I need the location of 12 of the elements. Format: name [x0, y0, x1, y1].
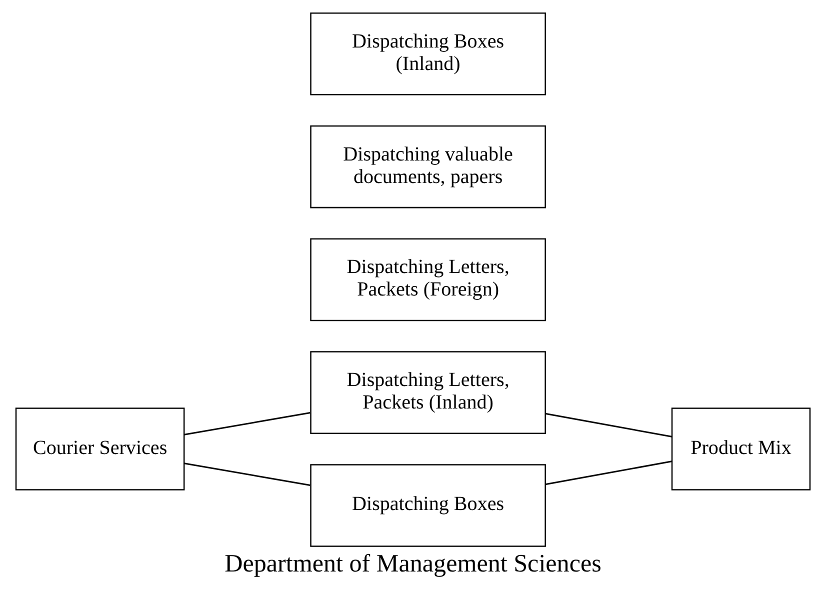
caption: Department of Management Sciences	[224, 550, 601, 578]
node-box: Dispatching Letters, Packets (Inland)	[310, 351, 546, 434]
connector	[184, 412, 310, 436]
node-box: Courier Services	[14, 408, 184, 490]
node-box: Dispatching Boxes	[310, 464, 546, 547]
node-box: Dispatching valuable documents, papers	[310, 125, 546, 208]
node-box: Dispatching Letters, Packets (Foreign)	[310, 238, 546, 322]
connector	[544, 460, 672, 486]
node-box: Dispatching Boxes (Inland)	[310, 12, 546, 96]
connector	[544, 412, 672, 438]
node-box: Product Mix	[670, 408, 810, 490]
connector	[184, 462, 310, 486]
